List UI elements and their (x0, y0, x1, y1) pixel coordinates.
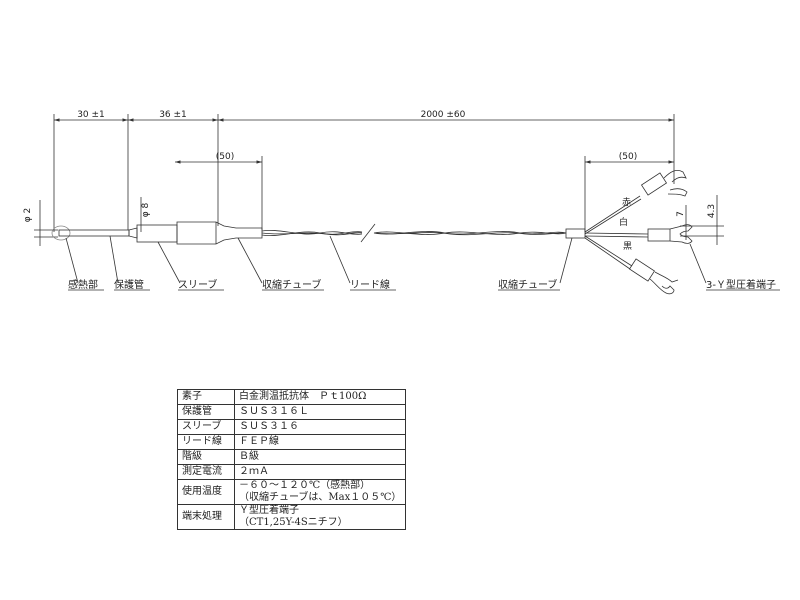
wire-label-black: 黒 (623, 241, 632, 252)
dim-sleeve-diameter: φ 8 (141, 202, 151, 217)
table-row: 階級 Ｂ級 (177, 449, 407, 465)
table-row: 保護管 ＳＵＳ３１６Ｌ (177, 404, 407, 420)
leader-lead-wire (329, 235, 351, 284)
leader-protection-tube (109, 235, 119, 284)
dim-terminal-slot: 4.3 (707, 204, 717, 218)
label-shrink-tube-right: 収縮チューブ (498, 278, 557, 291)
lead-wire-strand-c (261, 232, 567, 236)
table-row: 測定電流 ２ｍＡ (177, 464, 407, 480)
label-protection-tube: 保護管 (114, 278, 144, 291)
spec-table: 素子 白金測温抵抗体 Ｐｔ100Ω 保護管 ＳＵＳ３１６Ｌ スリーブ ＳＵＳ３１… (177, 389, 407, 530)
wire-label-white: 白 (619, 216, 628, 228)
spec-value: ＦＥＰ線 (233, 434, 407, 450)
spec-value: ＳＵＳ３１６Ｌ (233, 404, 407, 420)
spec-value: －６０～１２０℃（感熱部） （収縮チューブは、Max１０５℃） (233, 479, 407, 505)
spec-key: 使用温度 (177, 479, 235, 505)
terminal-barrel-black (628, 258, 656, 282)
leader-shrink-right (559, 237, 573, 284)
leader-sleeve (157, 241, 181, 284)
spec-value: Ｂ級 (233, 449, 407, 465)
dim-shrink-right: (50) (619, 152, 637, 162)
wire-red (584, 195, 642, 235)
table-row: 端末処理 Ｙ型圧着端子 （CT1,25Y-4Sニチフ） (177, 504, 407, 530)
dim-sleeve-length: 36 ±1 (159, 110, 187, 120)
terminal-barrel-white (647, 228, 671, 242)
dim-sensor-length: 30 ±1 (77, 110, 105, 120)
spec-key: リード線 (177, 434, 235, 450)
terminal-barrel-red (640, 172, 668, 196)
spec-value-line: Ｙ型圧着端子 (239, 505, 299, 516)
leader-terminal (689, 243, 707, 284)
spec-value: 白金測温抵抗体 Ｐｔ100Ω (233, 389, 407, 405)
wire-label-red: 赤 (622, 197, 631, 208)
table-row: リード線 ＦＥＰ線 (177, 434, 407, 450)
table-row: スリーブ ＳＵＳ３１６ (177, 419, 407, 435)
lead-wire-strand-b (261, 231, 567, 237)
spec-value-line: －６０～１２０℃（感熱部） (239, 480, 371, 491)
spec-value: Ｙ型圧着端子 （CT1,25Y-4Sニチフ） (233, 504, 407, 530)
terminal-fork-white (669, 224, 693, 244)
label-shrink-tube-left: 収縮チューブ (262, 278, 321, 291)
spec-key: スリーブ (177, 419, 235, 435)
spec-value-note: （収縮チューブは、Max１０５℃） (239, 492, 402, 503)
spec-value-note: （CT1,25Y-4Sニチフ） (239, 517, 348, 528)
lead-wire-break-mark (360, 223, 376, 243)
spec-value: ＳＵＳ３１６ (233, 419, 407, 435)
spec-key: 端末処理 (177, 504, 235, 530)
sleeve (136, 224, 178, 243)
label-terminal: 3-Ｙ型圧着端子 (706, 278, 776, 291)
table-row: 使用温度 －６０～１２０℃（感熱部） （収縮チューブは、Max１０５℃） (177, 479, 407, 505)
label-sensing-part: 感熱部 (68, 278, 98, 291)
terminal-fork-red (663, 170, 688, 197)
spec-value: ２ｍＡ (233, 464, 407, 480)
dim-terminal-width: 7 (676, 211, 686, 217)
dim-lead-length: 2000 ±60 (421, 110, 466, 120)
table-row: 素子 白金測温抵抗体 Ｐｔ100Ω (177, 389, 407, 405)
label-sleeve: スリーブ (178, 278, 217, 291)
sleeve-taper (128, 227, 138, 239)
leader-sensing-part (65, 237, 79, 284)
spec-key: 素子 (177, 389, 235, 405)
label-lead-wire: リード線 (350, 278, 390, 291)
dim-shrink-left: (50) (216, 152, 234, 162)
terminal-fork-black (649, 271, 679, 295)
shrink-tube-left (176, 221, 263, 245)
wire-white (584, 232, 649, 238)
spec-key: 階級 (177, 449, 235, 465)
shrink-tube-right (565, 228, 586, 239)
spec-key: 測定電流 (177, 464, 235, 480)
sensing-tip (51, 225, 71, 241)
wire-black (584, 235, 633, 270)
spec-key: 保護管 (177, 404, 235, 420)
dim-tip-diameter: φ 2 (23, 208, 33, 223)
leader-shrink-left (237, 237, 263, 284)
